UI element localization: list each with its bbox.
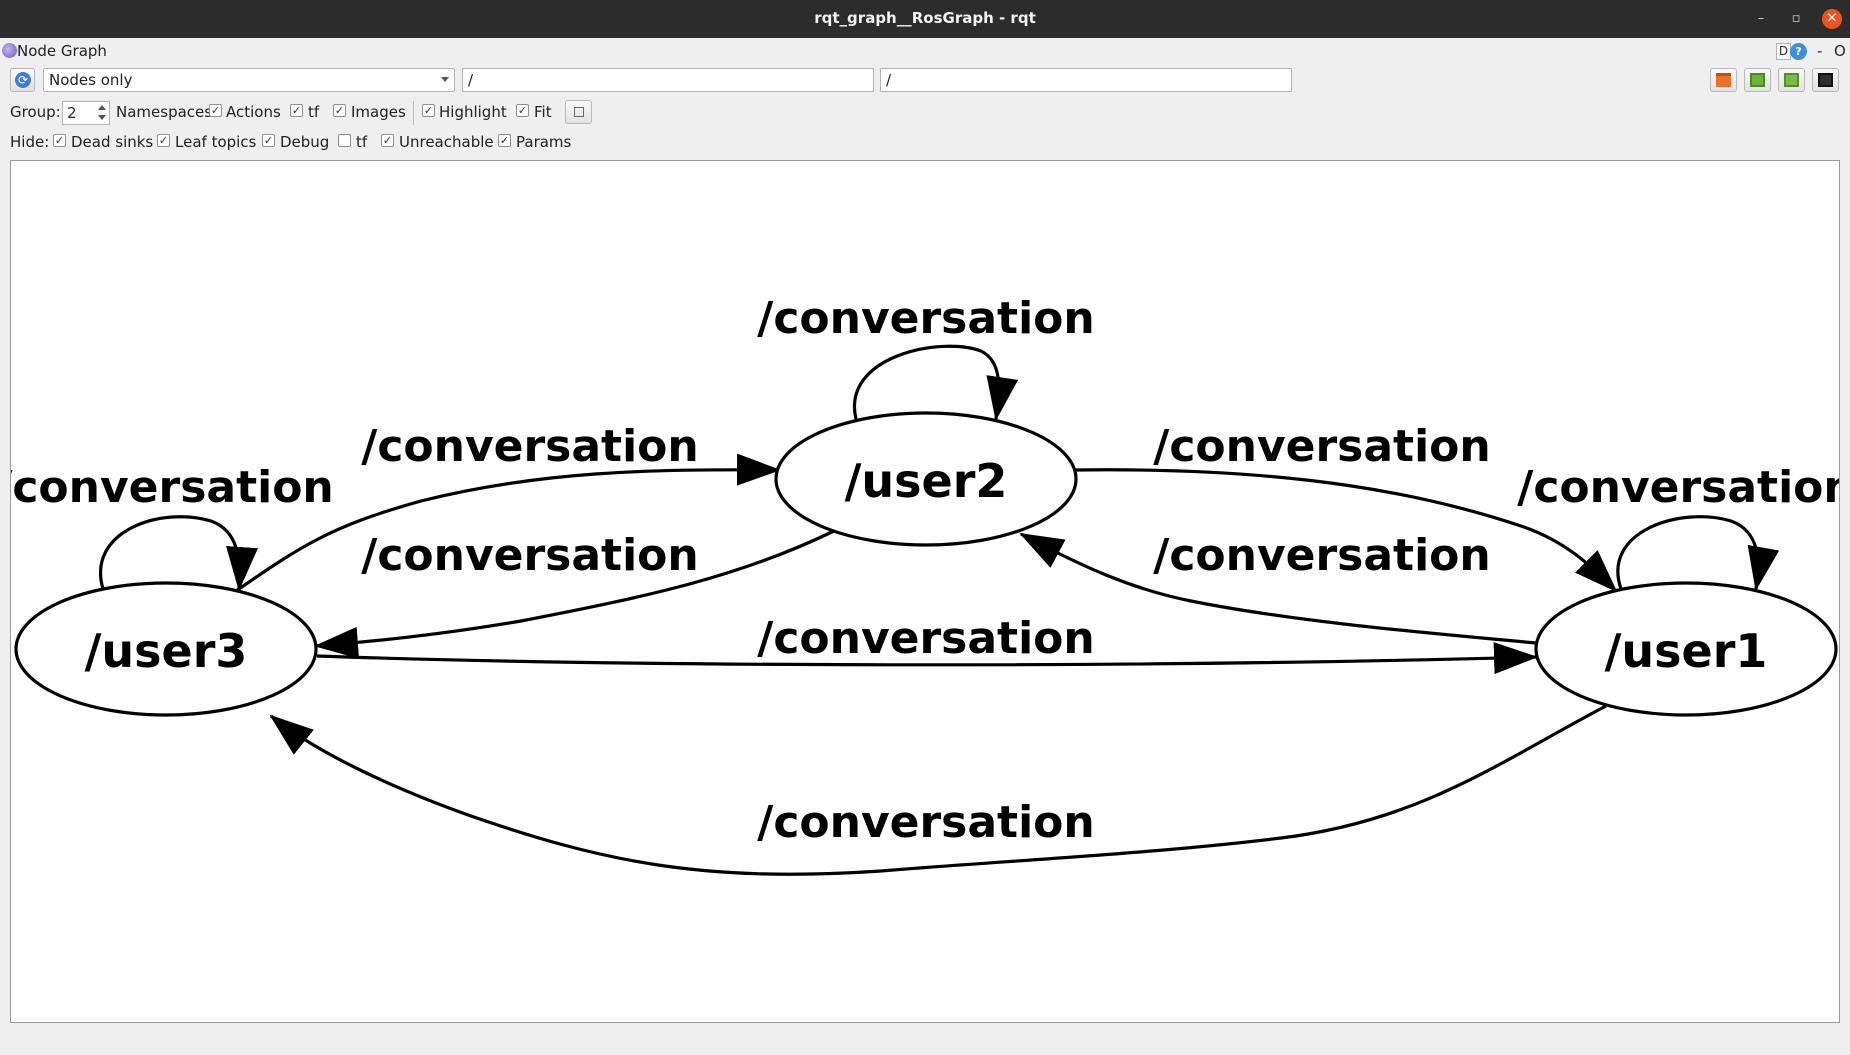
edge-label-user1-self: /conversation [1517,462,1839,513]
edge-user3-user2 [235,453,781,593]
title-bar: rqt_graph__RosGraph - rqt – ▫ ✕ [0,0,1850,38]
hide-leaf-topics-checkbox[interactable]: ✓ [157,134,170,147]
topic-filter-input[interactable] [880,68,1292,92]
hide-leaf-topics-label[interactable]: Leaf topics [175,133,257,151]
graph-view[interactable]: /user2 /user3 /user1 /conversation /conv… [10,160,1840,1023]
save-image-button[interactable] [1812,68,1839,92]
save-svg-icon [1784,73,1799,87]
close-button[interactable]: ✕ [1822,9,1842,29]
close-plugin-button[interactable]: O [1834,42,1846,60]
hide-label: Hide: [10,133,50,151]
node-user1[interactable] [1534,581,1838,717]
save-dot-button[interactable] [1744,68,1771,92]
option-fit-label[interactable]: Fit [534,103,552,121]
hide-params-checkbox[interactable]: ✓ [498,134,511,147]
save-svg-button[interactable] [1778,68,1805,92]
hide-tf-label[interactable]: tf [356,133,368,151]
hide-dead-sinks-checkbox[interactable]: ✓ [53,134,66,147]
spin-down-icon[interactable] [98,115,106,120]
hide-tf-checkbox[interactable] [338,134,351,147]
edge-label-user2-user1: /conversation [1153,421,1490,472]
namespace-filter-input[interactable] [462,68,874,92]
node-label-user3[interactable]: /user3 [85,624,248,678]
edge-label-user3-user1: /conversation [757,613,1094,664]
option-highlight-checkbox[interactable]: ✓ [422,104,435,117]
option-highlight-label[interactable]: Highlight [439,103,507,121]
rqt-plugin-icon [2,43,17,58]
edge-user3-self [99,515,258,591]
plugin-title: Node Graph [17,42,107,60]
edge-label-user1-user2: /conversation [1153,530,1490,581]
minimize-button[interactable]: – [1757,11,1765,26]
toolbar-separator [413,101,414,125]
edge-label-user3-self: /conversation [11,462,334,513]
option-tf-checkbox[interactable]: ✓ [290,104,303,117]
option-actions-label[interactable]: Actions [226,103,281,121]
maximize-button[interactable]: ▫ [1791,11,1801,26]
hide-dead-sinks-label[interactable]: Dead sinks [71,133,154,151]
hide-unreachable-label[interactable]: Unreachable [399,133,494,151]
option-fit-checkbox[interactable]: ✓ [516,104,529,117]
edge-user2-user3 [314,529,835,659]
spin-up-icon[interactable] [98,105,106,110]
graph-mode-value: Nodes only [49,71,133,89]
node-user3[interactable] [14,581,318,717]
option-images-checkbox[interactable]: ✓ [333,104,346,117]
option-tf-label[interactable]: tf [308,103,320,121]
node-user2[interactable] [774,411,1078,547]
plugin-header: Node Graph D ? - O [0,40,1850,64]
edge-user1-user2 [1019,532,1537,645]
edge-user3-user1 [316,642,1538,675]
edge-label-user2-user3: /conversation [361,530,698,581]
refresh-button[interactable]: ⟳ [10,68,35,92]
edge-user1-self [1616,515,1780,591]
fit-icon [574,107,584,117]
edge-user2-self [852,344,1019,421]
hide-debug-label[interactable]: Debug [280,133,330,151]
graph-canvas: /user2 /user3 /user1 /conversation /conv… [11,293,1839,876]
edge-label-user1-user3: /conversation [757,797,1094,848]
hide-debug-checkbox[interactable]: ✓ [262,134,275,147]
edge-user2-user1 [1075,468,1618,593]
window-title: rqt_graph__RosGraph - rqt [814,9,1036,27]
edge-label-user2-self: /conversation [757,293,1094,344]
fit-in-view-button[interactable] [565,100,592,124]
load-dot-button[interactable] [1710,68,1737,92]
option-actions-checkbox[interactable]: ✓ [209,104,222,117]
group-spinbox[interactable]: 2 [62,101,110,125]
dock-button[interactable]: D [1776,43,1791,60]
hide-params-label[interactable]: Params [516,133,572,151]
edge-user1-user3 [269,704,1607,876]
edge-label-user3-user2: /conversation [361,421,698,472]
help-button[interactable]: ? [1790,43,1807,60]
chevron-down-icon [441,77,449,82]
node-label-user2[interactable]: /user2 [845,454,1008,508]
group-value: 2 [67,104,77,122]
hide-unreachable-checkbox[interactable]: ✓ [381,134,394,147]
node-label-user1[interactable]: /user1 [1605,624,1768,678]
option-namespaces-label[interactable]: Namespaces [116,103,213,121]
graph-mode-select[interactable]: Nodes only [43,68,455,92]
minimize-plugin-button[interactable]: - [1817,42,1823,60]
group-label: Group: [10,103,61,121]
folder-icon [1716,73,1731,87]
refresh-icon: ⟳ [15,72,31,88]
option-images-label[interactable]: Images [351,103,406,121]
save-image-icon [1818,73,1833,87]
save-dot-icon [1750,73,1765,87]
